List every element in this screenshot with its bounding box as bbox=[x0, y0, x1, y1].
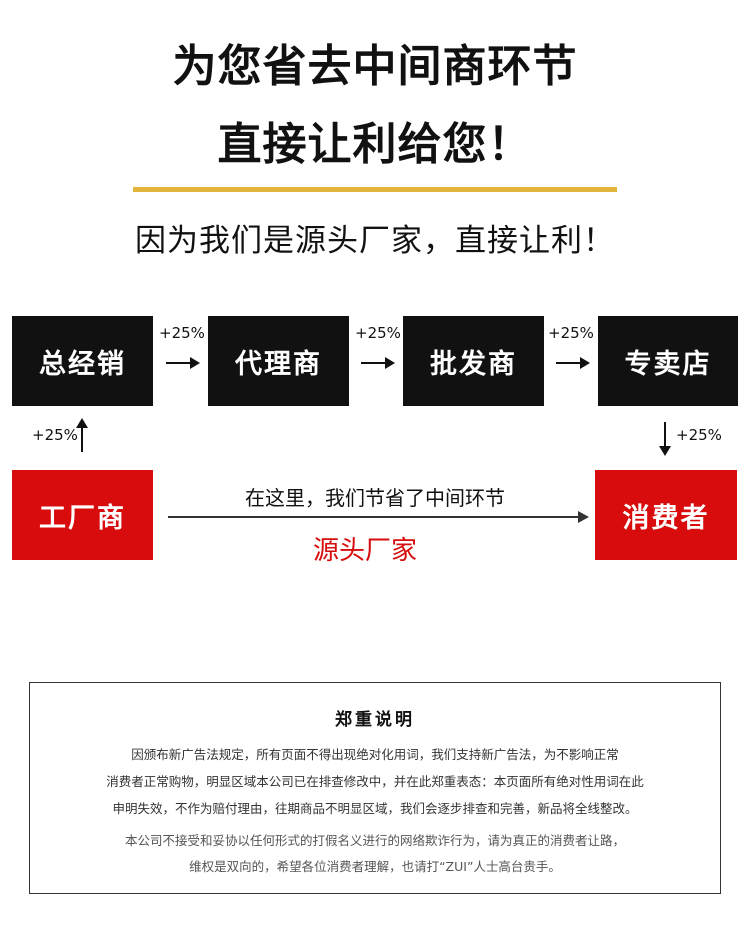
consumer-label: 消费者 bbox=[622, 502, 710, 534]
chain-box-wholesaler: 批发商 bbox=[403, 316, 544, 406]
arrow-down-icon bbox=[659, 422, 671, 456]
chain-box-label: 总经销 bbox=[39, 348, 126, 380]
markup-label-up: +25% bbox=[32, 426, 78, 444]
notice-line: 本公司不接受和妥协以任何形式的打假名义进行的网络欺诈行为，请为真正的消费者让路， bbox=[124, 833, 625, 848]
markup-label: +25% bbox=[548, 324, 594, 342]
markup-label: +25% bbox=[355, 324, 401, 342]
arrow-up-icon bbox=[76, 418, 88, 452]
chain-box-agent: 代理商 bbox=[208, 316, 349, 406]
notice-line: 消费者正常购物，明显区域本公司已在排查修改中，并在此郑重表态：本页面所有绝对性用… bbox=[106, 774, 644, 789]
source-factory-caption: 源头厂家 bbox=[312, 536, 417, 566]
markup-label: +25% bbox=[159, 324, 205, 342]
notice-line: 维权是双向的，希望各位消费者理解，也请打“ZUI”人士高台贵手。 bbox=[189, 859, 561, 874]
consumer-box: 消费者 bbox=[595, 470, 737, 560]
chain-box-distributor: 总经销 bbox=[12, 316, 153, 406]
chain-box-label: 代理商 bbox=[235, 348, 322, 380]
notice-title: 郑重说明 bbox=[335, 710, 415, 730]
arrow-right-icon bbox=[556, 357, 590, 369]
notice-line: 因颁布新广告法规定，所有页面不得出现绝对化用词，我们支持新广告法，为不影响正常 bbox=[131, 747, 619, 762]
factory-box: 工厂商 bbox=[12, 470, 153, 560]
gold-divider bbox=[133, 187, 617, 192]
arrow-right-icon bbox=[361, 357, 395, 369]
factory-label: 工厂商 bbox=[39, 502, 126, 534]
subtitle: 因为我们是源头厂家，直接让利！ bbox=[135, 223, 615, 259]
headline-line-2: 直接让利给您！ bbox=[217, 119, 533, 170]
arrow-right-long-icon bbox=[168, 511, 589, 523]
saving-caption: 在这里，我们节省了中间环节 bbox=[245, 486, 505, 510]
arrow-right-icon bbox=[166, 357, 200, 369]
headline-line-1: 为您省去中间商环节 bbox=[172, 41, 578, 92]
chain-box-label: 批发商 bbox=[430, 348, 517, 380]
chain-box-store: 专卖店 bbox=[598, 316, 738, 406]
notice-box: 郑重说明 因颁布新广告法规定，所有页面不得出现绝对化用词，我们支持新广告法，为不… bbox=[29, 682, 721, 894]
markup-label-down: +25% bbox=[676, 426, 722, 444]
notice-line: 申明失效，不作为赔付理由，往期商品不明显区域，我们会逐步排查和完善，新品将全线整… bbox=[112, 801, 638, 816]
chain-box-label: 专卖店 bbox=[624, 348, 712, 380]
